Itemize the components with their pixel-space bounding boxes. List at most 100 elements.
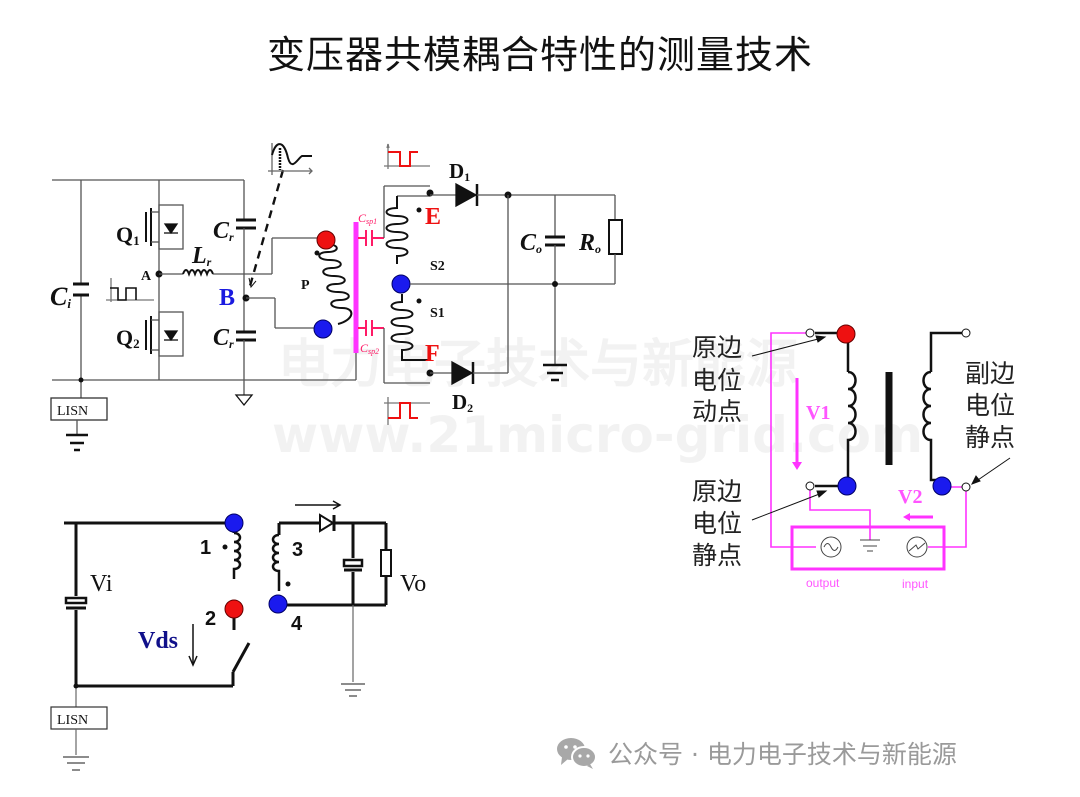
polarity-dot xyxy=(314,250,320,256)
pin4-blue-dot xyxy=(268,594,288,614)
footer-attribution: 公众号 · 电力电子技术与新能源 xyxy=(556,735,957,771)
sine-glyph xyxy=(823,543,839,551)
callout-arrows xyxy=(751,335,1011,521)
label-node-e: E xyxy=(425,204,441,230)
polarity-dot xyxy=(416,207,422,213)
d2-diode-icon xyxy=(451,360,474,386)
ringing-waveform-icon xyxy=(268,143,313,175)
ground-icon xyxy=(341,683,365,697)
switch-blade xyxy=(231,642,251,673)
label-primary-static-3: 静点 xyxy=(692,541,742,570)
v1-arrow-head xyxy=(792,462,802,470)
label-lr: Lr xyxy=(191,243,212,269)
label-lisn-bottom: LISN xyxy=(57,713,88,728)
label-q2: Q2 xyxy=(116,325,140,351)
d2-waveform-icon xyxy=(384,397,430,425)
label-secondary-static-1: 副边 xyxy=(965,359,1015,388)
fb-secondary-winding-icon xyxy=(271,533,281,591)
watermark-line2: www.21micro-grid.com xyxy=(272,406,923,464)
fb-load-resistor-icon xyxy=(380,549,392,577)
label-s1: S1 xyxy=(430,306,445,321)
label-primary-static-2: 电位 xyxy=(692,509,742,538)
junction-dot xyxy=(552,281,558,287)
label-d2: D2 xyxy=(452,390,473,415)
polarity-dot xyxy=(222,544,228,550)
lr-inductor-icon xyxy=(182,269,214,277)
top-circuit-labels: Ci Cr Cr Lr Co Ro xyxy=(50,218,601,351)
csp-labels: Csp1 Csp2 xyxy=(358,211,379,356)
watermark-line1: 电力电子技术与新能源 xyxy=(278,335,798,395)
label-secondary-static-3: 静点 xyxy=(965,423,1015,452)
label-cr-bottom: Cr xyxy=(213,325,234,351)
ground-icon xyxy=(66,433,88,452)
vds-arrow-head xyxy=(188,655,198,667)
ground-icon xyxy=(543,363,567,382)
network-analyzer-box xyxy=(790,525,946,571)
label-d1: D1 xyxy=(449,159,470,184)
fb-output-capacitor-icon xyxy=(342,558,364,568)
primary-winding-icon xyxy=(318,243,353,325)
label-primary-static-1: 原边 xyxy=(692,477,742,506)
label-cr-top: Cr xyxy=(213,218,234,244)
primary-static-blue-dot xyxy=(837,476,857,496)
label-primary: P xyxy=(301,278,310,293)
label-pin3: 3 xyxy=(292,539,303,561)
pin1-blue-dot xyxy=(224,513,244,533)
label-co: Co xyxy=(520,230,542,256)
polarity-dot xyxy=(285,581,291,587)
label-lisn-top: LISN xyxy=(57,404,88,419)
label-input: input xyxy=(902,577,929,591)
footer-text: 公众号 · 电力电子技术与新能源 xyxy=(608,740,957,769)
ground-icon xyxy=(860,539,880,552)
label-secondary-static-2: 电位 xyxy=(965,391,1015,420)
q2-mosfet-icon xyxy=(145,311,184,357)
secondary-static-blue-dot xyxy=(932,476,952,496)
label-s2: S2 xyxy=(430,259,445,274)
current-arrow-head xyxy=(332,500,342,510)
label-node-a: A xyxy=(141,269,152,284)
label-v1: V1 xyxy=(806,402,830,424)
label-ci: Ci xyxy=(50,282,71,311)
label-pin4: 4 xyxy=(291,613,303,635)
d1-diode-icon xyxy=(455,182,478,208)
junction-dot xyxy=(78,377,84,383)
fb-diode-icon xyxy=(319,513,335,533)
csp2-capacitor-icon xyxy=(358,320,384,336)
red-node-dot xyxy=(316,230,336,250)
fb-primary-winding-icon xyxy=(232,531,242,579)
measurement-magenta-labels: V1 V2 output input xyxy=(806,402,929,591)
s1-winding-icon xyxy=(390,294,430,361)
d1-waveform-icon xyxy=(384,143,430,169)
label-ro: Ro xyxy=(578,230,601,256)
q1-mosfet-icon xyxy=(145,204,184,250)
ro-resistor-icon xyxy=(608,219,623,255)
top-circuit-labels-upright: Q1 Q2 A B P E F S2 S1 D1 D2 LISN xyxy=(57,159,473,419)
junction-dot xyxy=(73,683,79,689)
ground-icon xyxy=(63,756,89,771)
chassis-ground-icon xyxy=(234,394,254,407)
secondary-coil-icon xyxy=(922,370,943,482)
label-node-b: B xyxy=(219,285,235,311)
label-vo: Vo xyxy=(400,571,426,597)
label-primary-dynamic-3: 动点 xyxy=(692,397,742,426)
arrow-head xyxy=(248,277,257,289)
label-q1: Q1 xyxy=(116,222,140,248)
label-csp1: Csp1 xyxy=(358,211,377,226)
primary-dynamic-red-dot xyxy=(836,324,856,344)
label-pin1: 1 xyxy=(200,537,211,559)
probe-dashed-arrow xyxy=(248,169,285,287)
flyback-labels: Vi Vo Vds 1 2 3 4 LISN xyxy=(57,537,426,728)
blue-node-dot xyxy=(313,319,333,339)
page-title: 变压器共模耦合特性的测量技术 xyxy=(266,33,813,77)
label-primary-dynamic-1: 原边 xyxy=(692,333,742,362)
secondary-top-lead xyxy=(929,331,963,372)
csp1-capacitor-icon xyxy=(358,230,384,246)
label-node-f: F xyxy=(425,341,440,367)
half-bridge-circuit xyxy=(50,143,623,452)
terminal-icon xyxy=(805,481,815,491)
label-output: output xyxy=(806,576,840,590)
label-vi: Vi xyxy=(90,571,113,597)
v2-arrow-head xyxy=(903,513,910,521)
pin2-red-dot xyxy=(224,599,244,619)
